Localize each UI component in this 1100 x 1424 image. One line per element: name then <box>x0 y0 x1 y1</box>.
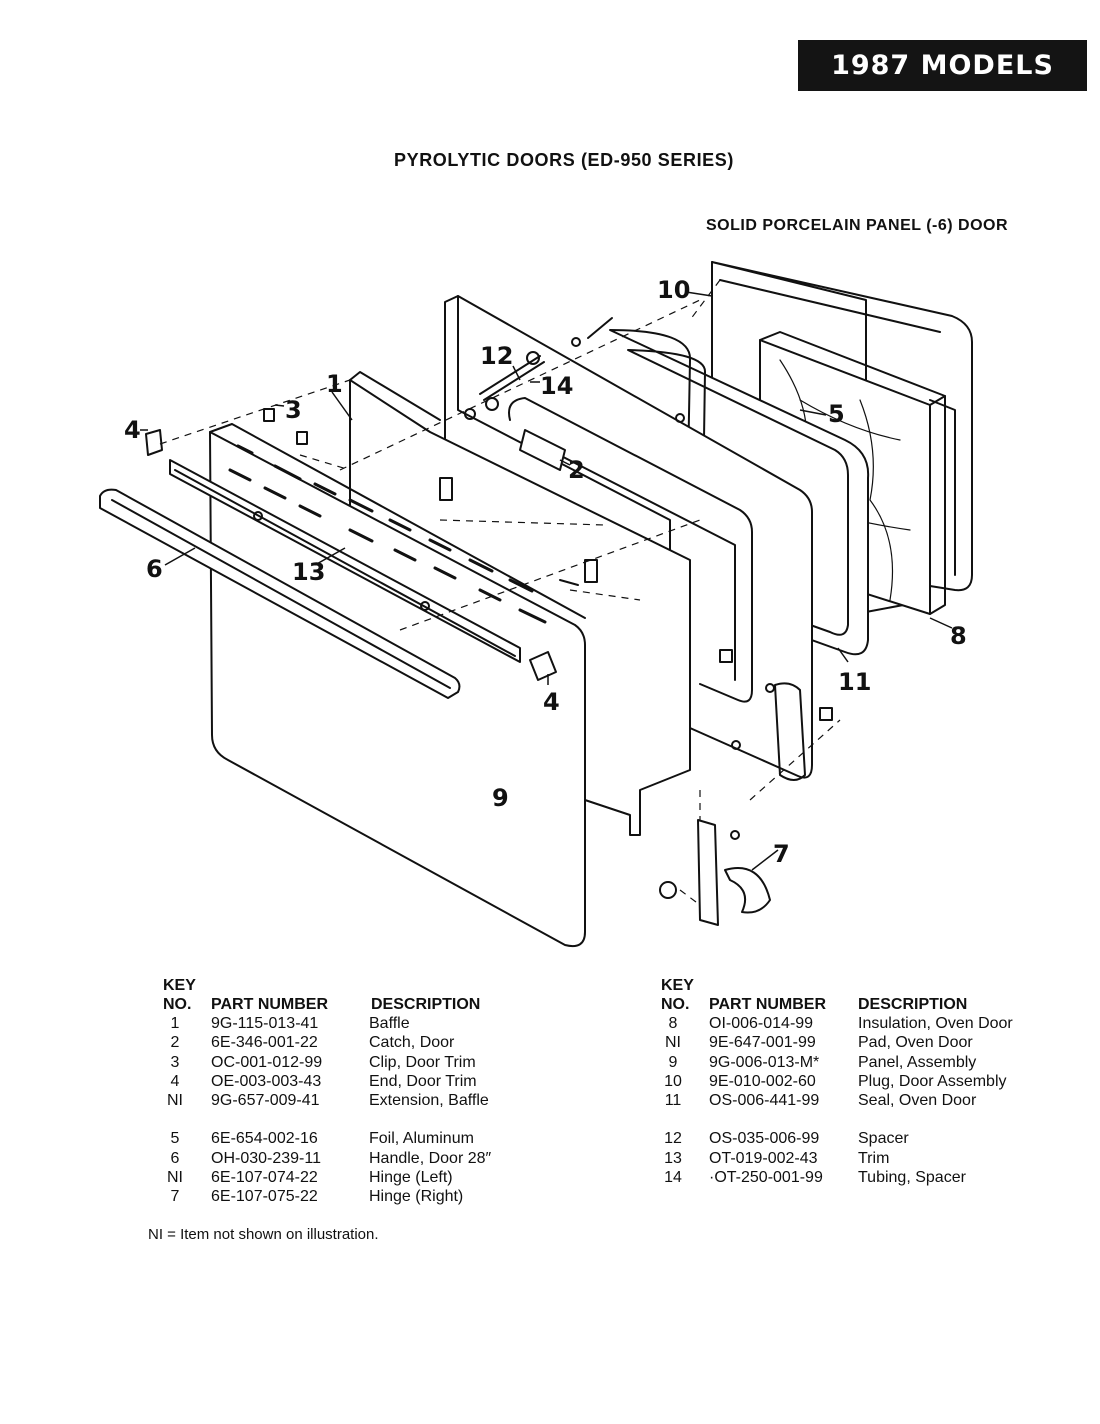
callout-label: 5 <box>828 400 845 428</box>
description-header: DESCRIPTION <box>371 996 481 1013</box>
callout-label: 14 <box>540 372 573 400</box>
trim-part <box>169 459 521 663</box>
footnote: NI = Item not shown on illustration. <box>148 1226 379 1243</box>
key-no-header: NO. <box>661 996 690 1013</box>
callout-label: 1 <box>326 370 343 398</box>
callout-label: 13 <box>292 558 325 586</box>
callout-label: 10 <box>657 276 690 304</box>
door-handle-part <box>99 488 461 699</box>
callout-labels: 1 2 3 4 4 5 6 7 8 9 10 11 12 13 14 <box>124 276 967 868</box>
callout-label: 12 <box>480 342 513 370</box>
callout-label: 2 <box>568 456 585 484</box>
door-catch-part <box>519 429 566 471</box>
callout-label: 9 <box>492 784 509 812</box>
callout-label: 4 <box>124 416 141 444</box>
trim-end-part <box>145 429 557 681</box>
part-number-header: PART NUMBER <box>211 996 329 1013</box>
trim-clip-part <box>263 408 308 445</box>
page-subtitle: SOLID PORCELAIN PANEL (-6) DOOR <box>706 217 1009 234</box>
front-panel-part <box>209 423 586 948</box>
callout-label: 11 <box>838 668 871 696</box>
callout-label: 3 <box>285 396 302 424</box>
part-number-header: PART NUMBER <box>709 996 827 1013</box>
hinge-part <box>659 819 771 926</box>
key-header: KEY <box>163 977 196 994</box>
models-banner: 1987 MODELS <box>798 40 1087 91</box>
description-header: DESCRIPTION <box>858 996 968 1013</box>
callout-label: 6 <box>146 555 163 583</box>
callout-label: 8 <box>950 622 967 650</box>
callout-label: 4 <box>543 688 560 716</box>
page-title: PYROLYTIC DOORS (ED-950 SERIES) <box>393 150 734 170</box>
exploded-door-diagram: 1 2 3 4 4 5 6 7 8 9 10 11 12 13 14 <box>99 261 973 948</box>
spacer-part <box>464 351 545 420</box>
key-no-header: NO. <box>163 996 192 1013</box>
callout-label: 7 <box>773 840 790 868</box>
key-header: KEY <box>661 977 694 994</box>
